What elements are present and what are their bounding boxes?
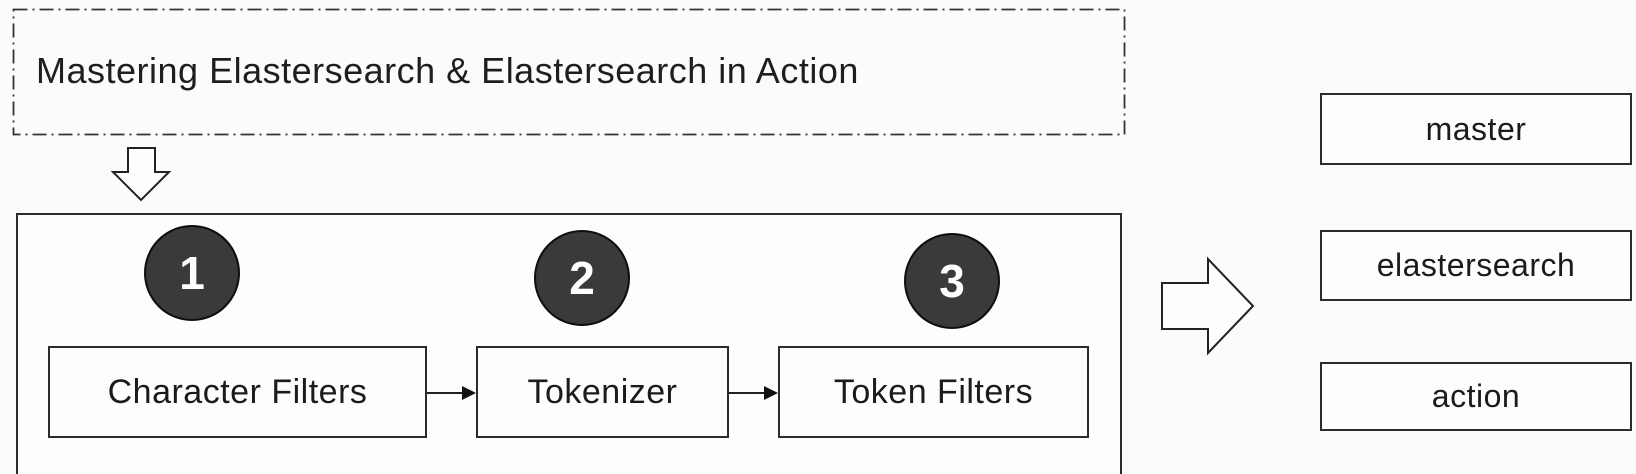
step-3-number: 3 — [939, 255, 965, 307]
flow-arrow-1-icon — [427, 386, 476, 400]
step-2-number: 2 — [569, 252, 595, 304]
term-action-label: action — [1431, 378, 1521, 414]
token-filters-box: Token Filters — [778, 346, 1089, 438]
term-elastersearch-label: elastersearch — [1376, 247, 1576, 283]
right-arrow-icon — [1161, 256, 1255, 356]
source-text-box-border — [12, 8, 1126, 136]
step-2-badge: 2 — [534, 230, 630, 326]
flow-arrow-2-icon — [729, 386, 778, 400]
term-master-label: master — [1425, 110, 1527, 147]
term-box-action: action — [1320, 362, 1632, 431]
character-filters-label: Character Filters — [107, 372, 368, 411]
source-title: Mastering Elastersearch & Elastersearch … — [36, 50, 859, 91]
step-1-badge: 1 — [144, 225, 240, 321]
token-filters-label: Token Filters — [833, 372, 1034, 411]
tokenizer-label: Tokenizer — [527, 372, 678, 411]
character-filters-box: Character Filters — [48, 346, 427, 438]
down-arrow-icon — [110, 147, 172, 202]
term-box-elastersearch: elastersearch — [1320, 230, 1632, 301]
step-3-badge: 3 — [904, 233, 1000, 329]
term-box-master: master — [1320, 93, 1632, 165]
tokenizer-box: Tokenizer — [476, 346, 729, 438]
step-1-number: 1 — [179, 247, 205, 299]
